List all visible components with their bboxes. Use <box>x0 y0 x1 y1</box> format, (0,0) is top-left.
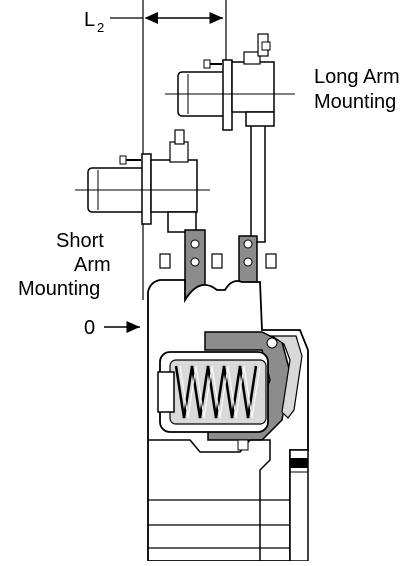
l2-dimension: L 2 <box>84 0 227 300</box>
long-arm-label-2: Mounting <box>314 91 396 113</box>
l2-subscript: 2 <box>97 20 104 35</box>
short-arm-label-1: Short <box>56 230 104 252</box>
short-arm-mounting: Short Arm Mounting <box>18 129 210 300</box>
offset-label: 0 <box>84 317 95 339</box>
short-arm-label-3: Mounting <box>18 278 100 300</box>
actuator-housing <box>147 279 309 562</box>
short-arm-label-2: Arm <box>74 254 111 276</box>
l2-label: L <box>84 9 95 31</box>
long-arm-mounting: Long Arm Mounting <box>165 33 400 243</box>
long-arm-label-1: Long Arm <box>314 66 400 88</box>
